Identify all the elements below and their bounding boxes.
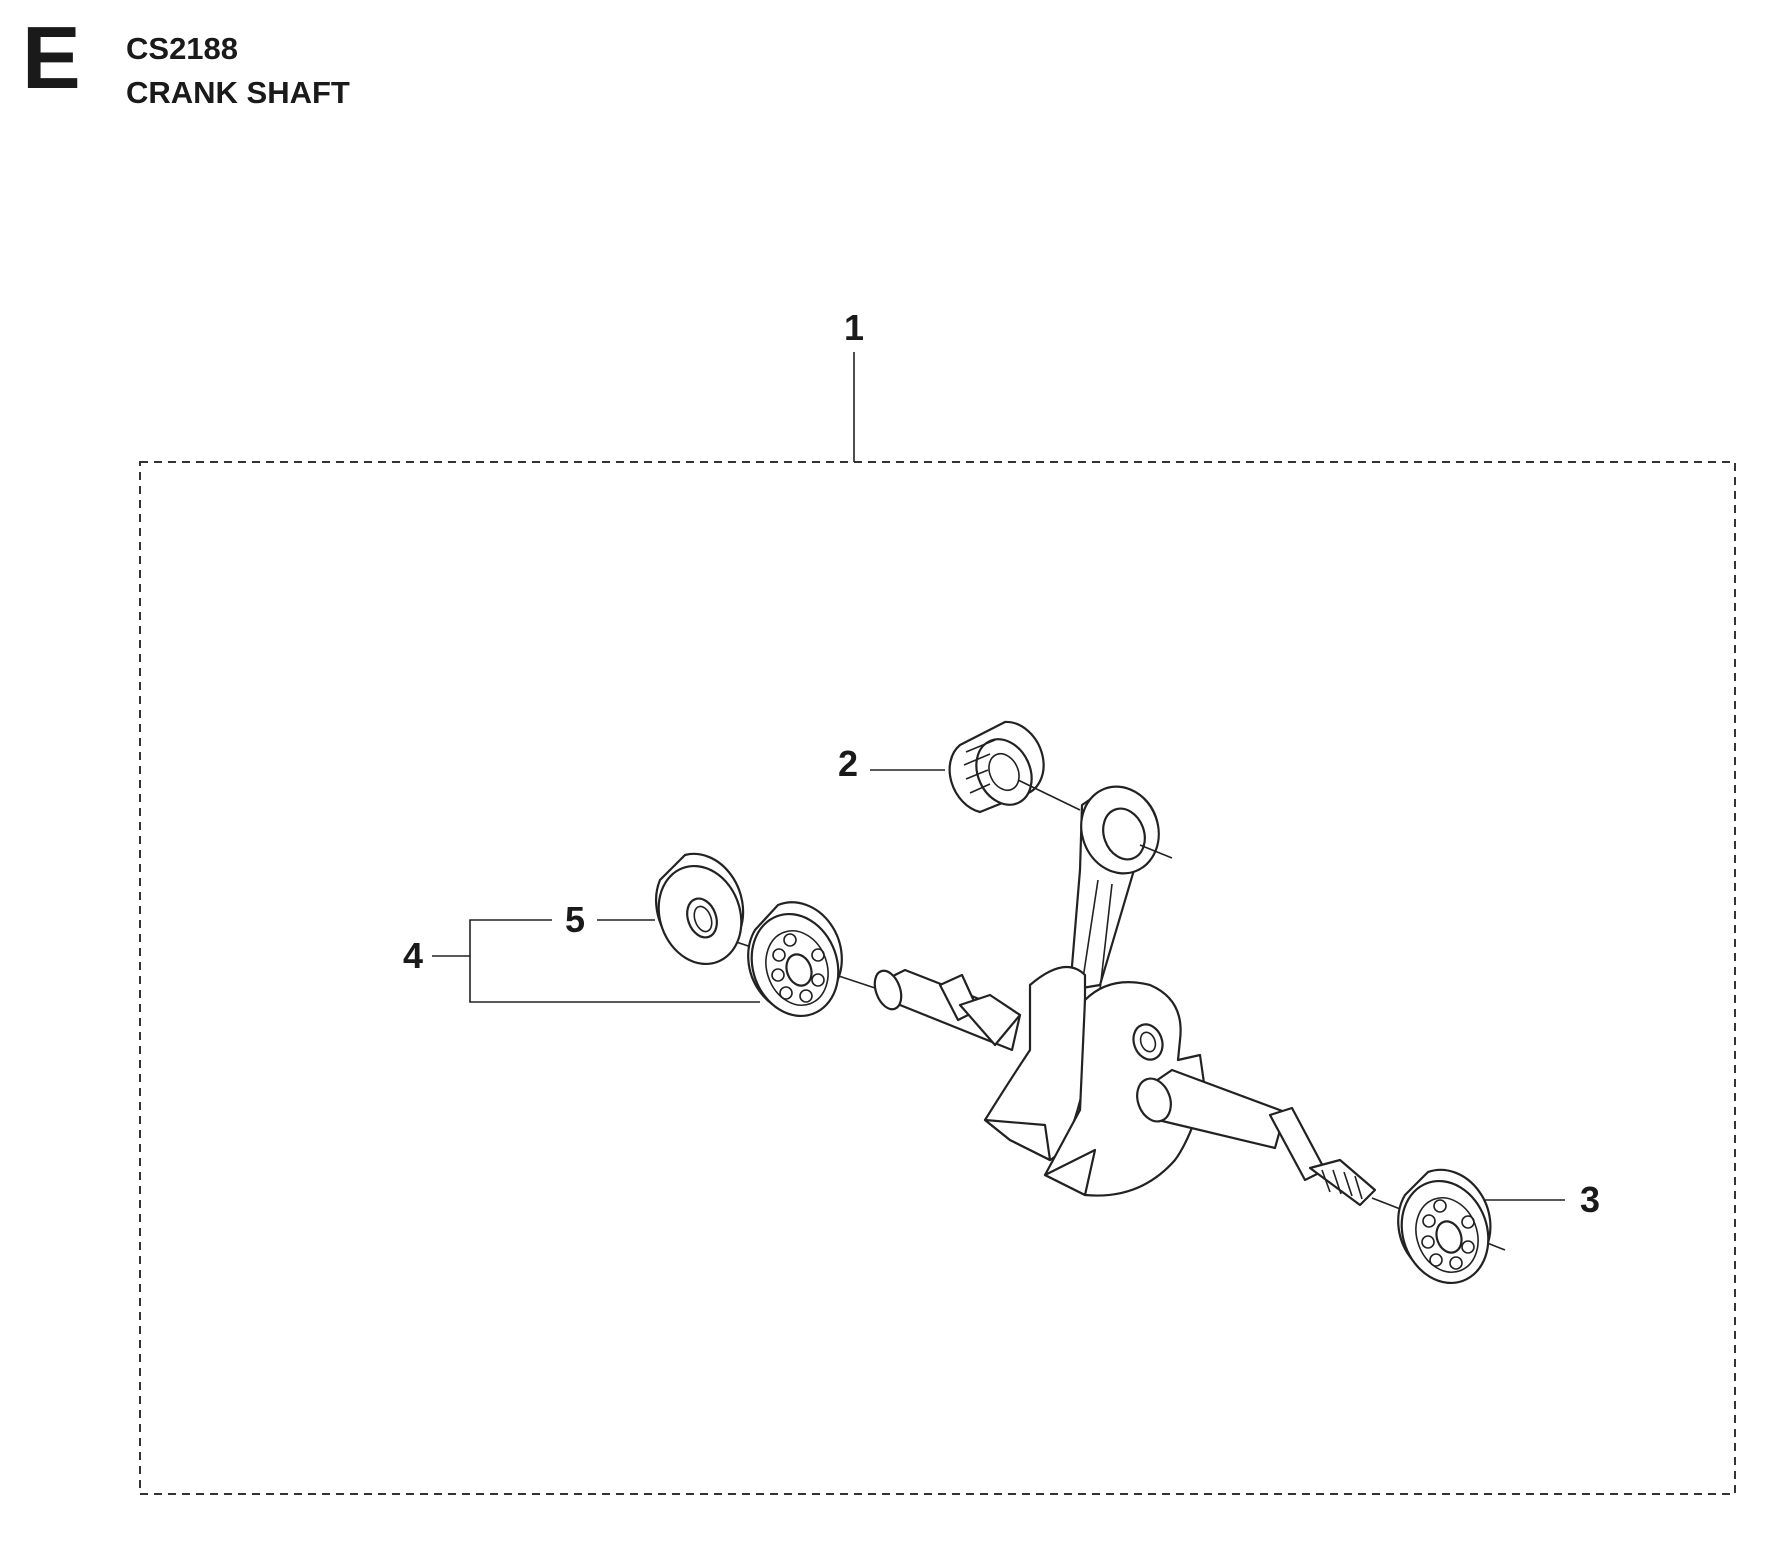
callout-2[interactable]: 2 (838, 743, 945, 784)
callout-4[interactable]: 4 (403, 919, 760, 1003)
needle-bearing-icon (948, 720, 1045, 814)
oil-seal-icon (654, 852, 745, 966)
callout-1[interactable]: 1 (844, 307, 864, 462)
connecting-rod-icon (1068, 785, 1160, 992)
crankshaft-icon (873, 965, 1377, 1207)
axis-line-needle (1017, 779, 1081, 811)
axis-line-rod (1139, 844, 1173, 859)
callout-3-label: 3 (1580, 1179, 1600, 1220)
callout-4-bracket (469, 919, 760, 1003)
callout-5-label: 5 (565, 899, 585, 940)
callout-3[interactable]: 3 (1485, 1179, 1600, 1220)
section-letter: E (22, 8, 81, 107)
assembly-kit-boundary (139, 461, 1736, 1495)
callout-1-label: 1 (844, 307, 864, 348)
ball-bearing-left-icon (747, 901, 843, 1018)
callout-4-label: 4 (403, 935, 423, 976)
ball-bearing-icon (1397, 1168, 1492, 1285)
callout-5[interactable]: 5 (565, 899, 655, 940)
diagram-title: CRANK SHAFT (126, 75, 350, 110)
model-number: CS2188 (126, 31, 239, 66)
callout-2-label: 2 (838, 743, 858, 784)
